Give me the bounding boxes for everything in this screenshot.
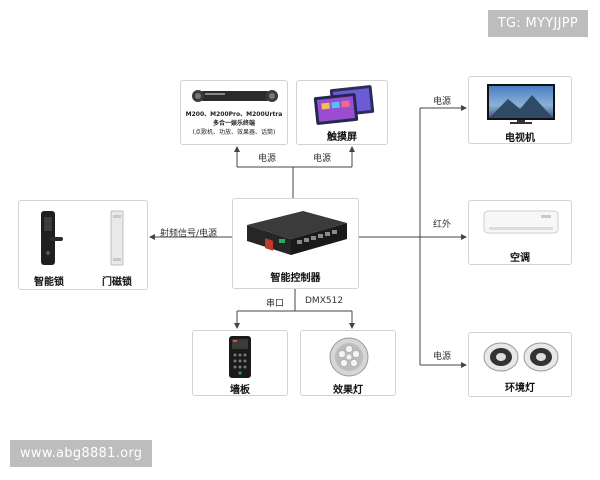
node-controller: 智能控制器 [232,198,359,289]
node-wall-panel: 墙板 [192,330,288,396]
m200-line3: (点歌机、功放、效果器、话筒) [192,129,276,136]
smart-lock-label: 智能锁 [34,277,64,288]
node-m200: M200、M200Pro、M200Urtra 多合一娱乐终端 (点歌机、功放、效… [180,80,288,145]
edge-label-wall-serial: 串口 [266,299,285,309]
tv-icon [487,84,555,124]
watermark-top: TG: MYYJJPP [487,10,588,37]
ambient-light-label: 环境灯 [505,383,535,394]
edge-label-locks-signal: 射频信号/电源 [160,229,218,239]
controller-device-icon [247,211,347,255]
door-lock-label: 门磁锁 [102,277,132,288]
wall-panel-icon [229,336,251,378]
m200-line2: 多合一娱乐终端 [212,120,255,127]
controller-label: 智能控制器 [270,273,321,284]
node-effect-light: 效果灯 [300,330,396,396]
edge-label-ambient-power: 电源 [433,352,452,362]
edge-label-touch-power: 电源 [313,154,332,164]
node-locks: 智能锁 门磁锁 [18,200,148,290]
touchscreen-label: 触摸屏 [327,132,357,143]
watermark-bottom: www.abg8881.org [10,440,153,467]
m200-device-icon [192,90,278,102]
touchscreen-icon [313,85,375,125]
smart-lock-icon [41,211,63,265]
ambient-light-icon [483,342,559,372]
edge-label-effect-dmx: DMX512 [305,296,344,306]
effect-light-icon [329,337,369,377]
node-ambient-light: 环境灯 [468,332,572,397]
node-touchscreen: 触摸屏 [296,80,388,145]
node-tv: 电视机 [468,76,572,144]
edge-label-m200-power: 电源 [258,154,277,164]
tv-label: 电视机 [505,133,535,144]
effect-light-label: 效果灯 [333,385,363,396]
m200-line1: M200、M200Pro、M200Urtra [185,111,283,118]
door-magnetic-lock-icon [110,210,124,266]
air-conditioner-icon [483,210,559,234]
node-ac: 空调 [468,200,572,265]
edge-label-tv-power: 电源 [433,97,452,107]
edge-label-ac-ir: 红外 [433,220,452,230]
ac-label: 空调 [510,253,530,264]
wall-panel-label: 墙板 [230,385,250,396]
